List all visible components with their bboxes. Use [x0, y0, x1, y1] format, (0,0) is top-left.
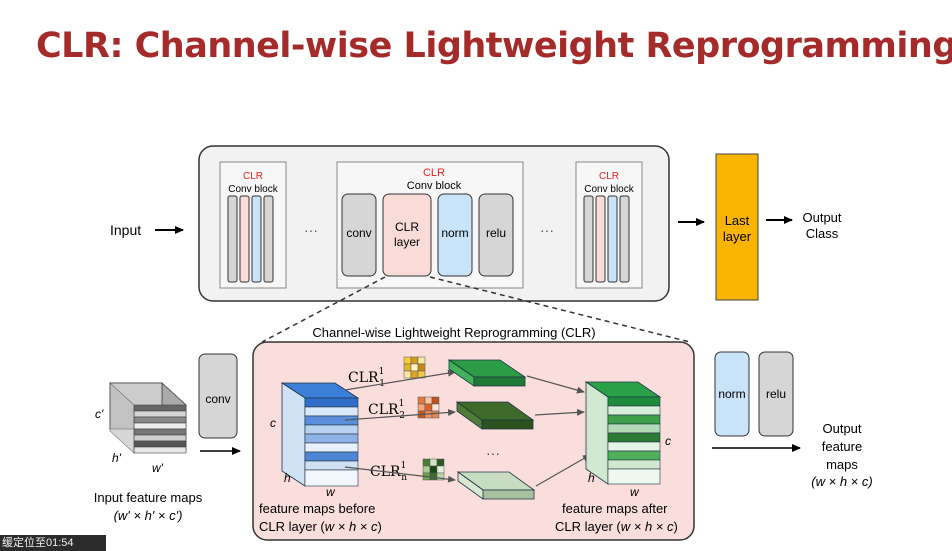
after-maps-c: c — [665, 434, 671, 448]
playback-position-toast: 缓定位至01:54 — [0, 535, 106, 551]
slice-1 — [447, 359, 527, 387]
output-maps-label-3: maps — [826, 457, 858, 472]
before-maps-c: c — [270, 416, 276, 430]
before-maps-h: h — [284, 471, 291, 485]
input-maps-caption-1: Input feature maps — [94, 490, 203, 505]
top-network: Input CLR Conv block ··· CLR Conv block — [110, 145, 842, 302]
mini-norm-layer — [251, 195, 262, 283]
ellipsis-left: ··· — [304, 222, 318, 238]
norm-bottom — [714, 351, 750, 437]
output-maps-label-4: (w × h × c) — [811, 474, 872, 489]
relu-layer-label: relu — [486, 226, 506, 240]
relu-bottom — [758, 351, 794, 437]
before-maps-caption-1: feature maps before — [259, 501, 375, 516]
slice-ellipsis: ··· — [486, 445, 500, 461]
feature-maps-after: c h w feature maps after CLR layer (w × … — [555, 381, 678, 534]
conv-bottom — [198, 353, 238, 439]
mini-relu-layer — [263, 195, 274, 283]
last-layer — [715, 153, 759, 301]
clr-detail: Channel-wise Lightweight Reprogramming (… — [94, 325, 873, 541]
after-maps-caption-2: CLR layer (w × h × c) — [555, 519, 678, 534]
before-maps-caption-2: CLR layer (w × h × c) — [259, 519, 382, 534]
after-maps-w: w — [630, 485, 640, 499]
norm-layer-label: norm — [441, 226, 468, 240]
input-maps-h: h' — [112, 451, 122, 465]
output-class-label-1: Output — [802, 210, 841, 225]
feature-maps-before: c h w feature maps before CLR layer (w ×… — [259, 382, 382, 534]
ellipsis-right: ··· — [540, 222, 554, 238]
conv-block-left: CLR Conv block — [219, 161, 287, 289]
page-title: CLR: Channel-wise Lightweight Reprogramm… — [36, 26, 952, 66]
input-label: Input — [110, 222, 141, 238]
norm-bottom-label: norm — [718, 387, 745, 401]
output-maps-label-2: feature — [822, 439, 862, 454]
mini-clr-layer — [239, 195, 250, 283]
conv-block-right-label: Conv block — [584, 184, 634, 195]
conv-layer — [341, 193, 377, 277]
conv-layer-label: conv — [346, 226, 371, 240]
conv-bottom-label: conv — [205, 392, 230, 406]
last-layer-label-1: Last — [725, 213, 750, 228]
conv-block-left-clr: CLR — [243, 171, 263, 182]
slice-n — [456, 471, 536, 500]
norm-layer — [437, 193, 473, 277]
conv-block-right: CLR Conv block — [575, 161, 643, 289]
output-class-label-2: Class — [806, 226, 839, 241]
after-maps-caption-1: feature maps after — [562, 501, 668, 516]
slice-2 — [455, 401, 535, 430]
input-feature-maps: c' h' w' Input feature maps (w' × h' × c… — [94, 382, 203, 523]
relu-layer — [478, 193, 514, 277]
input-maps-c: c' — [95, 407, 104, 421]
relu-bottom-label: relu — [766, 387, 786, 401]
after-maps-h: h — [588, 471, 595, 485]
input-maps-caption-2: (w' × h' × c') — [114, 508, 183, 523]
conv-block-middle-clr: CLR — [423, 167, 445, 179]
clr-panel-title: Channel-wise Lightweight Reprogramming (… — [312, 325, 595, 340]
mini-conv-layer — [227, 195, 238, 283]
clr-layer — [382, 193, 432, 277]
clr-layer-label-2: layer — [394, 235, 420, 249]
conv-block-right-clr: CLR — [599, 171, 619, 182]
before-maps-w: w — [326, 485, 336, 499]
conv-block-middle: CLR Conv block conv CLR layer norm relu — [336, 161, 524, 289]
input-maps-w: w' — [152, 461, 164, 475]
clr-layer-label-1: CLR — [395, 220, 419, 234]
conv-block-left-label: Conv block — [228, 184, 278, 195]
output-maps-label-1: Output — [822, 421, 861, 436]
kernel-1 — [403, 356, 426, 379]
conv-block-middle-label: Conv block — [407, 180, 462, 192]
last-layer-label-2: layer — [723, 229, 752, 244]
